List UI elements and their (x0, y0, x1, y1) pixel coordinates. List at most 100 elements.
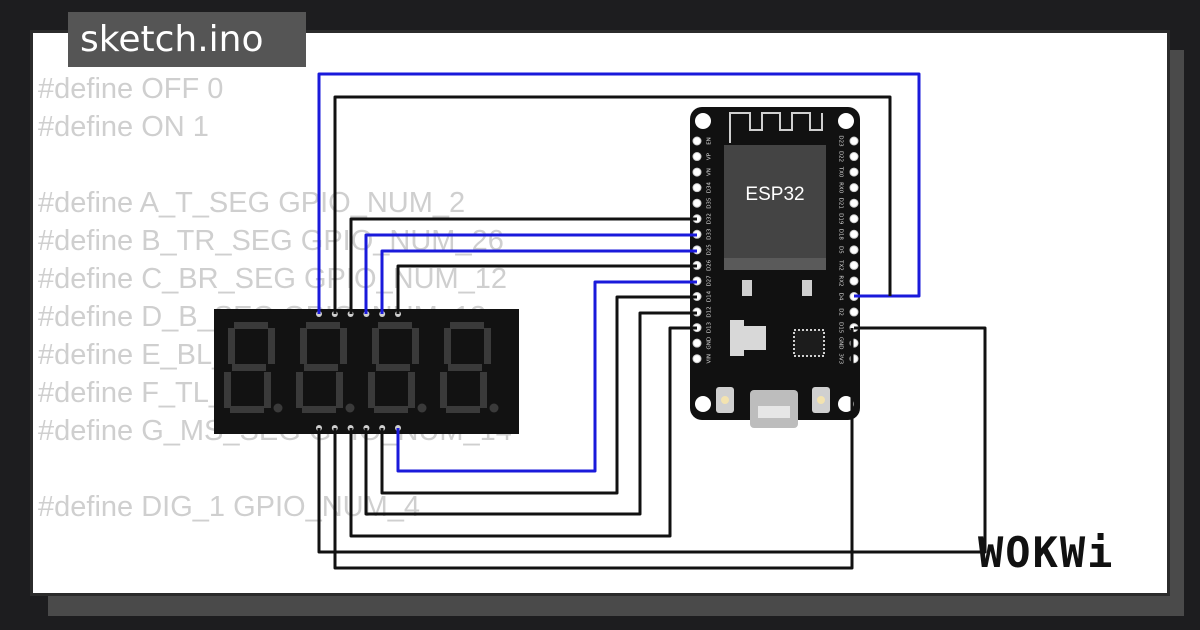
seven-segment-display[interactable] (214, 309, 519, 434)
pin-label: GND (838, 337, 844, 350)
segment (484, 328, 491, 364)
pin-label: D5 (838, 246, 844, 254)
wire-black (349, 326, 697, 538)
segment (374, 406, 408, 413)
pin-label: VN (707, 168, 713, 176)
display-digit (296, 322, 355, 413)
pin-label: VIN (707, 354, 713, 364)
header-pin[interactable] (849, 152, 859, 162)
code-line: #define C_BR_SEG GPIO_NUM_12 (38, 263, 508, 295)
header-pin[interactable] (849, 245, 859, 255)
segment (378, 322, 412, 329)
segment (376, 364, 410, 371)
module-edge (724, 258, 826, 270)
pin-label: D19 (838, 213, 844, 225)
pin-label: D33 (707, 228, 713, 240)
segment (440, 372, 447, 408)
pin-label: D2 (838, 308, 844, 316)
display-digits (224, 322, 499, 413)
mount-hole (695, 113, 711, 129)
segment (228, 328, 235, 364)
reset-button-cap (817, 396, 825, 404)
regulator-tab (730, 320, 744, 356)
header-pin[interactable] (692, 338, 702, 348)
segment (232, 364, 266, 371)
header-pin[interactable] (849, 307, 859, 317)
segment (372, 328, 379, 364)
pin-label: D27 (707, 275, 713, 287)
wire-black (380, 295, 697, 495)
segment (336, 372, 343, 408)
segment (296, 372, 303, 408)
wire-blue (364, 233, 697, 314)
segment (230, 406, 264, 413)
wire-blue (396, 280, 697, 473)
antenna-trace (729, 112, 823, 143)
pin-label: D25 (707, 244, 713, 256)
wire-black (364, 311, 697, 516)
segment (444, 328, 451, 364)
pin-label: D18 (838, 229, 844, 241)
code-line: #define DIG_1 GPIO_NUM_4 (38, 491, 421, 523)
pin-label: D13 (707, 321, 713, 333)
pin-label: D12 (707, 306, 713, 317)
wires (317, 72, 987, 570)
header-pin[interactable] (692, 167, 702, 177)
header-pin[interactable] (849, 183, 859, 193)
header-pin[interactable] (849, 198, 859, 208)
wire-black (349, 217, 697, 314)
header-pin[interactable] (849, 167, 859, 177)
mount-hole (838, 396, 854, 412)
wokwi-logo: WOKWi (978, 528, 1115, 577)
segment (412, 328, 419, 364)
code-line: #define OFF 0 (38, 73, 224, 105)
pin-label: D15 (838, 322, 844, 334)
wire-blue (317, 72, 921, 314)
segment (480, 372, 487, 408)
header-pin[interactable] (849, 214, 859, 224)
segment (368, 372, 375, 408)
pin-label: D32 (707, 213, 713, 224)
decimal-point (489, 403, 499, 413)
esp32-module (724, 145, 826, 263)
segment (300, 328, 307, 364)
right-header-pins: D23D22TX0RX0D21D19D18D5TX2RX2D4D2D15GND3… (838, 135, 859, 365)
mount-hole (695, 396, 711, 412)
header-pin[interactable] (692, 354, 702, 364)
header-pin[interactable] (849, 276, 859, 286)
pin-label: TX0 (838, 166, 844, 178)
pin-label: VP (707, 152, 713, 160)
segment (234, 322, 268, 329)
header-pin[interactable] (692, 136, 702, 146)
header-pin[interactable] (849, 260, 859, 270)
header-pin[interactable] (692, 152, 702, 162)
pin-label: D21 (838, 198, 844, 209)
segment (408, 372, 415, 408)
display-digit (440, 322, 499, 413)
header-pin[interactable] (692, 183, 702, 193)
header-pin[interactable] (692, 198, 702, 208)
boot-button-cap (721, 396, 729, 404)
pin-label: EN (707, 137, 713, 145)
decimal-point (417, 403, 427, 413)
segment (446, 406, 480, 413)
mount-hole (838, 113, 854, 129)
pin-label: GND (707, 337, 713, 350)
smd-part (802, 280, 812, 296)
esp32-board[interactable]: ESP32 ENVPVND34D35D32D33D25D26D27D14D12D… (690, 107, 860, 428)
module-label: ESP32 (745, 184, 804, 205)
usb-port-inner (758, 406, 790, 418)
code-line: #define A_T_SEG GPIO_NUM_2 (38, 187, 466, 219)
header-pin[interactable] (849, 136, 859, 146)
pin-label: D34 (707, 182, 713, 194)
pin-label: D14 (707, 290, 713, 302)
segment (448, 364, 482, 371)
decimal-point (273, 403, 283, 413)
smd-part (742, 280, 752, 296)
segment (306, 322, 340, 329)
segment (302, 406, 336, 413)
header-pin[interactable] (849, 229, 859, 239)
file-tab[interactable]: sketch.ino (68, 12, 306, 67)
wire-black (396, 264, 697, 314)
